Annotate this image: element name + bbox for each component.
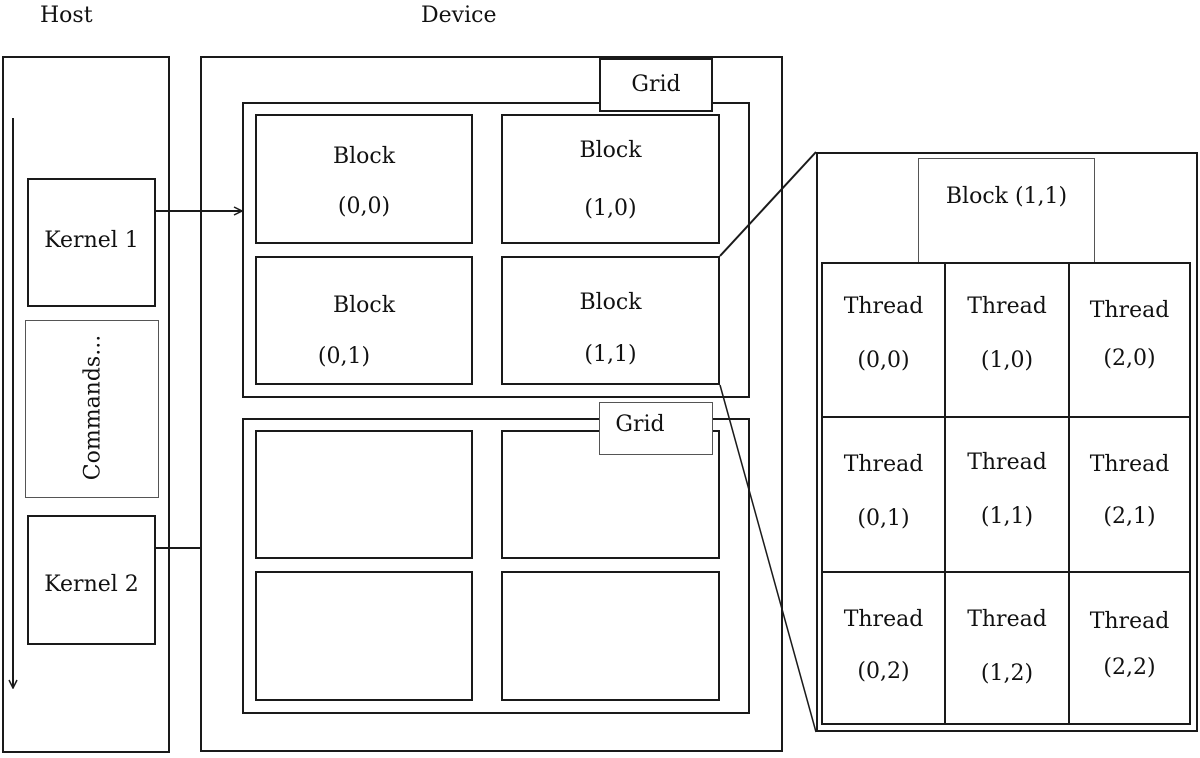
grid-1-label-box: Grid [599, 58, 713, 112]
thread-coord: (2,1) [1103, 504, 1156, 529]
thread-0-2: Thread (0,2) [821, 571, 946, 725]
thread-coord: (2,0) [1103, 346, 1156, 371]
block-0-1: Block (0,1) [255, 256, 473, 385]
block-detail-label: Block (1,1) [945, 184, 1068, 209]
thread-2-0: Thread (2,0) [1068, 262, 1191, 418]
block-title: Block [579, 290, 642, 315]
grid-2-empty-block [501, 571, 720, 701]
thread-0-1: Thread (0,1) [821, 416, 946, 573]
kernel-2-box: Kernel 2 [27, 515, 156, 645]
thread-2-2: Thread (2,2) [1068, 571, 1191, 725]
grid-2-label-box: Grid [599, 402, 713, 455]
block-title: Block [332, 144, 396, 169]
thread-title: Thread [1089, 452, 1170, 477]
grid-2-empty-block [255, 430, 473, 559]
thread-title: Thread [967, 450, 1047, 475]
block-1-1: Block (1,1) [501, 256, 720, 385]
thread-title: Thread [1089, 298, 1170, 323]
block-1-0: Block (1,0) [501, 114, 720, 244]
commands-label: Commands... [80, 334, 106, 481]
thread-coord: (1,2) [980, 661, 1034, 686]
thread-coord: (1,1) [980, 504, 1034, 529]
commands-box: Commands... [25, 320, 159, 498]
block-detail-label-box: Block (1,1) [918, 158, 1095, 264]
grid-2-label: Grid [615, 412, 665, 437]
thread-title: Thread [843, 294, 924, 319]
block-coord: (0,0) [337, 194, 391, 219]
thread-title: Thread [843, 607, 924, 632]
thread-1-2: Thread (1,2) [944, 571, 1070, 725]
thread-1-1: Thread (1,1) [944, 416, 1070, 573]
thread-coord: (2,2) [1103, 655, 1156, 680]
thread-2-1: Thread (2,1) [1068, 416, 1191, 573]
thread-coord: (1,0) [980, 348, 1034, 373]
thread-title: Thread [1089, 609, 1170, 634]
thread-title: Thread [843, 452, 924, 477]
thread-coord: (0,0) [857, 348, 910, 373]
thread-coord: (0,2) [857, 659, 910, 684]
block-title: Block [579, 138, 642, 163]
thread-0-0: Thread (0,0) [821, 262, 946, 418]
grid-1-label: Grid [631, 72, 681, 97]
grid-2-empty-block [255, 571, 473, 701]
device-label: Device [421, 3, 497, 28]
kernel-1-box: Kernel 1 [27, 178, 156, 307]
block-0-0: Block (0,0) [255, 114, 473, 244]
kernel-2-label: Kernel 2 [44, 572, 139, 597]
thread-title: Thread [967, 294, 1047, 319]
thread-1-0: Thread (1,0) [944, 262, 1070, 418]
block-coord: (1,1) [584, 342, 637, 367]
kernel-1-label: Kernel 1 [44, 228, 139, 253]
block-coord: (1,0) [584, 196, 637, 221]
host-label: Host [40, 3, 93, 28]
block-coord: (0,1) [317, 344, 371, 369]
block-title: Block [332, 293, 396, 318]
thread-title: Thread [967, 607, 1047, 632]
thread-coord: (0,1) [857, 506, 910, 531]
